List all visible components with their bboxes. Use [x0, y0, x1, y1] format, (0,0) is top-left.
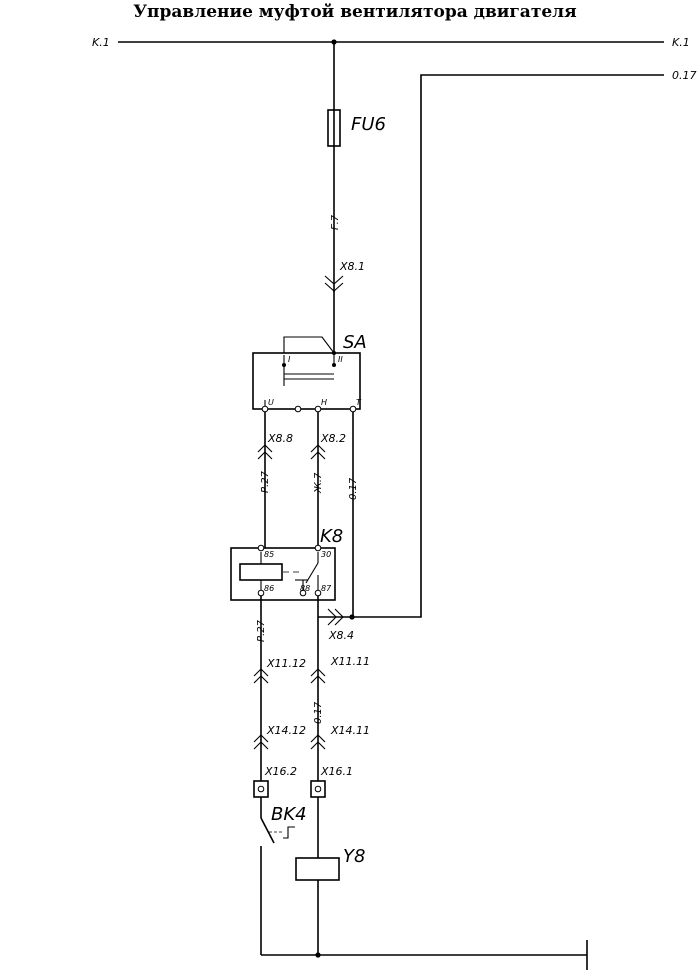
switch-pin-ii: II: [338, 355, 343, 364]
relay-pin-30: 30: [321, 550, 331, 559]
wire-017-sa: 0.17: [348, 412, 359, 617]
connector-x8-1: X8.1: [324, 260, 365, 292]
connector-label-x8-1: X8.1: [339, 260, 365, 273]
valve-y8: Y8: [295, 797, 365, 955]
wire-017-bottom: X11.11 0.17 X14.11: [310, 617, 370, 781]
connector-label-x11-11: X11.11: [330, 655, 370, 668]
wire-label-r27-bottom: Р.27: [256, 619, 267, 642]
switch-sa: SA I II U H T: [252, 332, 367, 413]
fuse-fu6: FU6: [327, 42, 386, 147]
switch-pin-h: H: [321, 398, 327, 407]
sensor-label: BK4: [271, 804, 307, 825]
connector-x8-4: X8.4: [317, 596, 354, 642]
ground-bus: [261, 940, 588, 970]
relay-pin-86: 86: [264, 584, 274, 593]
connector-label-x8-8: X8.8: [267, 432, 293, 445]
connector-label-x16-2: X16.2: [264, 765, 297, 778]
relay-pin-85: 85: [264, 550, 274, 559]
connector-label-x8-4: X8.4: [328, 629, 354, 642]
connector-label-x8-2: X8.2: [320, 432, 346, 445]
wire-label-zh7: Ж.7: [313, 472, 324, 494]
switch-label: SA: [343, 332, 367, 353]
valve-label: Y8: [343, 846, 365, 867]
bus-k1: K.1 K.1: [92, 36, 690, 49]
relay-pin-87: 87: [321, 584, 332, 593]
fuse-label: FU6: [351, 114, 386, 135]
sensor-bk4: BK4: [260, 797, 307, 955]
wire-r27-bottom: Р.27 X11.12 X14.12: [253, 596, 306, 781]
wire-label-017-sa: 0.17: [348, 477, 359, 500]
relay-label: K8: [320, 526, 343, 547]
diagram-title: Управление муфтой вентилятора двигателя: [133, 2, 576, 22]
net-label-017-right: 0.17: [672, 69, 697, 82]
net-label-k1-right: K.1: [672, 36, 690, 49]
wire-label-017-bottom: 0.17: [313, 701, 324, 724]
wire-zh7: X8.2 Ж.7: [310, 412, 346, 548]
wire-r27-top: X8.8 Р.27: [257, 412, 293, 548]
wire-g7: Г.7: [330, 146, 341, 292]
relay-k8: K8 85 30 86 88 87: [230, 526, 343, 601]
wire-label-g7: Г.7: [330, 214, 341, 230]
connector-label-x14-12: X14.12: [266, 724, 306, 737]
connector-label-x16-1: X16.1: [320, 765, 353, 778]
switch-pin-u: U: [268, 398, 274, 407]
switch-pin-i: I: [288, 355, 291, 364]
connector-label-x14-11: X14.11: [330, 724, 370, 737]
net-017-line: 0.17: [349, 69, 697, 620]
connector-label-x11-12: X11.12: [266, 657, 306, 670]
net-label-k1-left: K.1: [92, 36, 110, 49]
switch-pin-t: T: [356, 398, 362, 407]
wire-label-r27-top: Р.27: [260, 470, 271, 493]
relay-pin-88: 88: [300, 584, 310, 593]
